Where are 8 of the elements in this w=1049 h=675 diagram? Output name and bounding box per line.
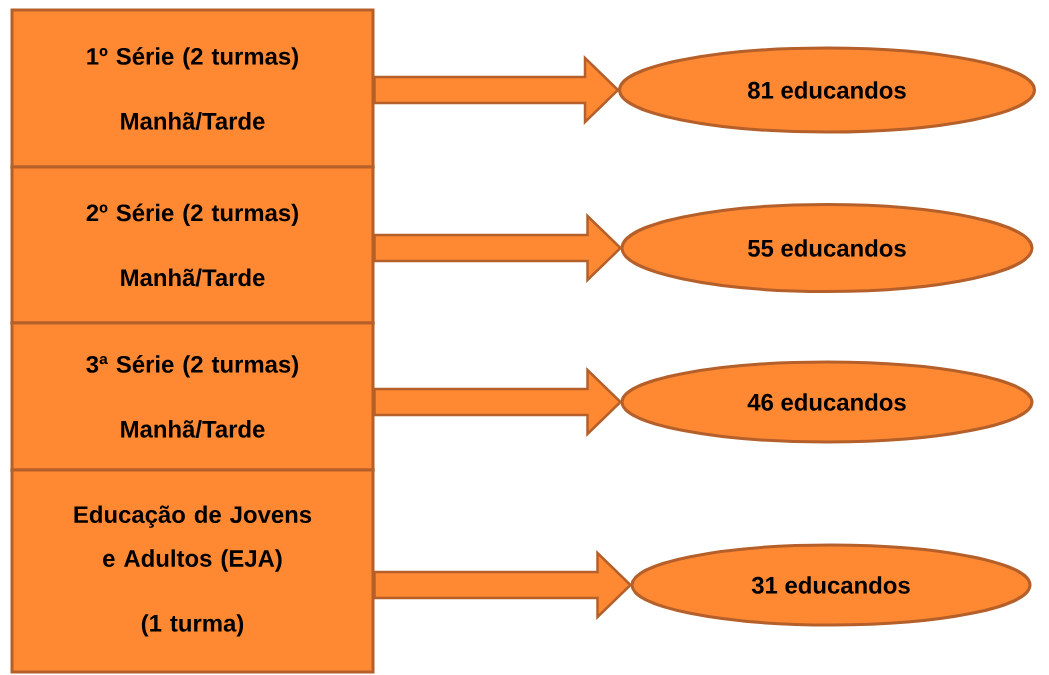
block-arrow [373, 550, 633, 620]
class-box: 3ª Série (2 turmas) Manhã/Tarde [10, 321, 375, 472]
class-box: Educação de Jovens e Adultos (EJA) (1 turma) [10, 468, 375, 674]
block-arrow [373, 55, 620, 125]
class-box: 2º Série (2 turmas) Manhã/Tarde [10, 165, 375, 325]
class-box: 1º Série (2 turmas) Manhã/Tarde [10, 8, 375, 169]
block-arrow [373, 213, 623, 283]
block-arrow [373, 367, 623, 437]
